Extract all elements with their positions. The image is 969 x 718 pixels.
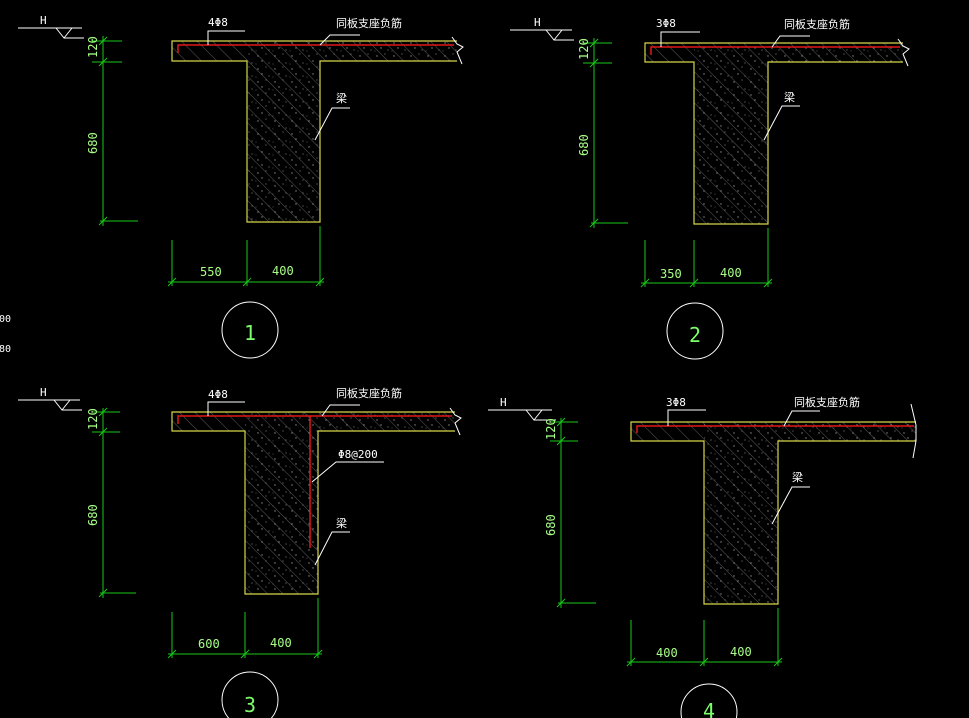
detail-number: 2: [689, 323, 701, 347]
dim-beam-width: 400: [272, 264, 294, 278]
beam-label: 梁: [792, 470, 803, 484]
elevation-label: H: [534, 16, 541, 29]
beam-label: 梁: [336, 516, 347, 530]
break-symbol: [449, 407, 462, 436]
elevation-label: H: [500, 396, 507, 409]
detail-4: H 120 680 3Φ8 同板支座负筋 梁: [488, 395, 917, 718]
detail-number: 4: [703, 699, 715, 718]
dim-slab-thickness: 120: [544, 418, 558, 440]
vertical-dimension: [583, 38, 628, 228]
top-rebar: [636, 425, 914, 433]
beam-section-hatch: [645, 43, 903, 224]
dim-overhang: 400: [656, 646, 678, 660]
beam-section-speckle: [245, 412, 455, 594]
elevation-marker: [18, 399, 82, 411]
top-rebar: [177, 415, 452, 548]
elevation-label: H: [40, 14, 47, 27]
top-rebar: [177, 44, 454, 53]
beam-section-speckle: [247, 41, 457, 222]
margin-label-2: 80: [0, 344, 11, 355]
top-rebar-label: 4Φ8: [208, 16, 228, 29]
detail-1: H 120 680 4Φ8 同板支座负筋 梁: [18, 14, 464, 359]
slab-rebar-label: 同板支座负筋: [794, 395, 860, 409]
beam-section-speckle: [694, 43, 903, 224]
break-symbol: [897, 38, 910, 67]
dim-slab-thickness: 120: [577, 38, 591, 60]
vertical-dimension: [92, 407, 136, 598]
detail-number-circle: [221, 301, 279, 359]
top-rebar-label: 3Φ8: [656, 17, 676, 30]
detail-number-circle: [680, 683, 738, 718]
dim-overhang: 600: [198, 637, 220, 651]
leader-lines: [667, 409, 820, 525]
detail-number-circle: [221, 671, 279, 718]
horizontal-dimension: [167, 226, 325, 287]
dim-beam-depth: 680: [86, 132, 100, 154]
beam-section-outline: [630, 421, 916, 605]
leader-lines: [660, 31, 810, 141]
beam-section-outline: [644, 42, 903, 225]
beam-section-speckle: [704, 422, 916, 604]
beam-label: 梁: [784, 90, 795, 104]
detail-3: H 120 680 4Φ8 同板支座负筋 Φ8@200 梁: [18, 386, 462, 718]
beam-label: 梁: [336, 91, 347, 105]
leader-lines: [207, 30, 360, 141]
break-symbol: [451, 36, 464, 65]
elevation-marker: [18, 27, 84, 39]
horizontal-dimension: [626, 608, 783, 667]
dim-slab-thickness: 120: [86, 408, 100, 430]
break-symbol: [910, 403, 917, 459]
detail-number: 1: [244, 321, 256, 345]
dim-slab-thickness: 120: [86, 36, 100, 58]
margin-label-1: 00: [0, 314, 11, 325]
elevation-marker: [510, 29, 574, 41]
dim-beam-width: 400: [720, 266, 742, 280]
horizontal-dimension: [167, 598, 323, 659]
dim-beam-width: 400: [270, 636, 292, 650]
dim-beam-depth: 680: [577, 134, 591, 156]
dim-beam-depth: 680: [86, 504, 100, 526]
elevation-label: H: [40, 386, 47, 399]
beam-section-outline: [171, 411, 455, 595]
slab-rebar-label: 同板支座负筋: [336, 16, 402, 30]
detail-number-circle: [666, 302, 724, 360]
elevation-marker: [488, 409, 556, 421]
dim-beam-width: 400: [730, 645, 752, 659]
vertical-dimension: [550, 417, 596, 608]
stirrup-label: Φ8@200: [338, 448, 378, 461]
top-rebar-label: 4Φ8: [208, 388, 228, 401]
slab-rebar-label: 同板支座负筋: [784, 17, 850, 31]
dim-beam-depth: 680: [544, 514, 558, 536]
top-rebar: [650, 46, 900, 55]
detail-2: H 120 680 3Φ8 同板支座负筋 梁: [510, 16, 910, 360]
vertical-dimension: [92, 36, 138, 226]
slab-rebar-label: 同板支座负筋: [336, 386, 402, 400]
beam-section-outline: [171, 40, 457, 223]
top-rebar-label: 3Φ8: [666, 396, 686, 409]
dim-overhang: 350: [660, 267, 682, 281]
detail-number: 3: [244, 693, 256, 717]
leader-lines: [207, 401, 384, 566]
dim-overhang: 550: [200, 265, 222, 279]
horizontal-dimension: [640, 228, 773, 288]
